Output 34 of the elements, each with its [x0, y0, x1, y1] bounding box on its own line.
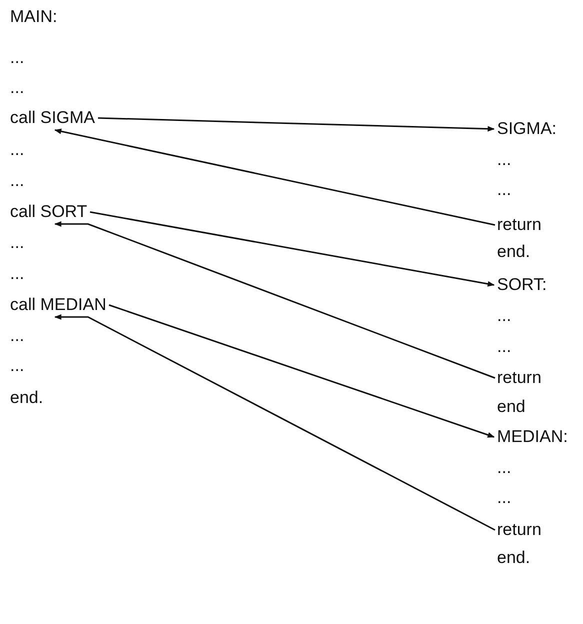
code-line: call SIGMA: [10, 108, 96, 128]
code-line: ...: [497, 306, 512, 326]
arrow: [54, 314, 496, 531]
code-line: MEDIAN:: [497, 427, 568, 447]
code-line: ...: [497, 180, 512, 200]
arrow: [98, 117, 495, 132]
code-line: ...: [10, 140, 24, 160]
code-line: ...: [10, 356, 24, 376]
code-line: return: [497, 520, 542, 540]
code-line: return: [497, 215, 542, 235]
code-line: ...: [497, 458, 512, 478]
code-line: ...: [497, 150, 512, 170]
code-line: call SORT: [10, 202, 88, 222]
code-line: MAIN:: [10, 7, 58, 27]
arrow: [90, 211, 495, 287]
code-line: call MEDIAN: [10, 295, 106, 315]
code-line: ...: [10, 233, 24, 253]
arrow: [54, 128, 496, 226]
arrow: [54, 221, 496, 379]
code-line: end.: [497, 242, 530, 262]
code-line: return: [497, 368, 542, 388]
code-line: end.: [497, 548, 530, 568]
code-line: ...: [10, 78, 24, 98]
code-line: end: [497, 397, 526, 417]
arrow: [108, 304, 495, 438]
code-line: ...: [497, 337, 512, 357]
code-line: ...: [497, 488, 512, 508]
code-line: ...: [10, 264, 24, 284]
code-line: ...: [10, 171, 24, 191]
code-line: ...: [10, 48, 24, 68]
code-line: ...: [10, 326, 24, 346]
code-line: SORT:: [497, 275, 547, 295]
code-line: end.: [10, 388, 44, 408]
code-line: SIGMA:: [497, 119, 557, 139]
